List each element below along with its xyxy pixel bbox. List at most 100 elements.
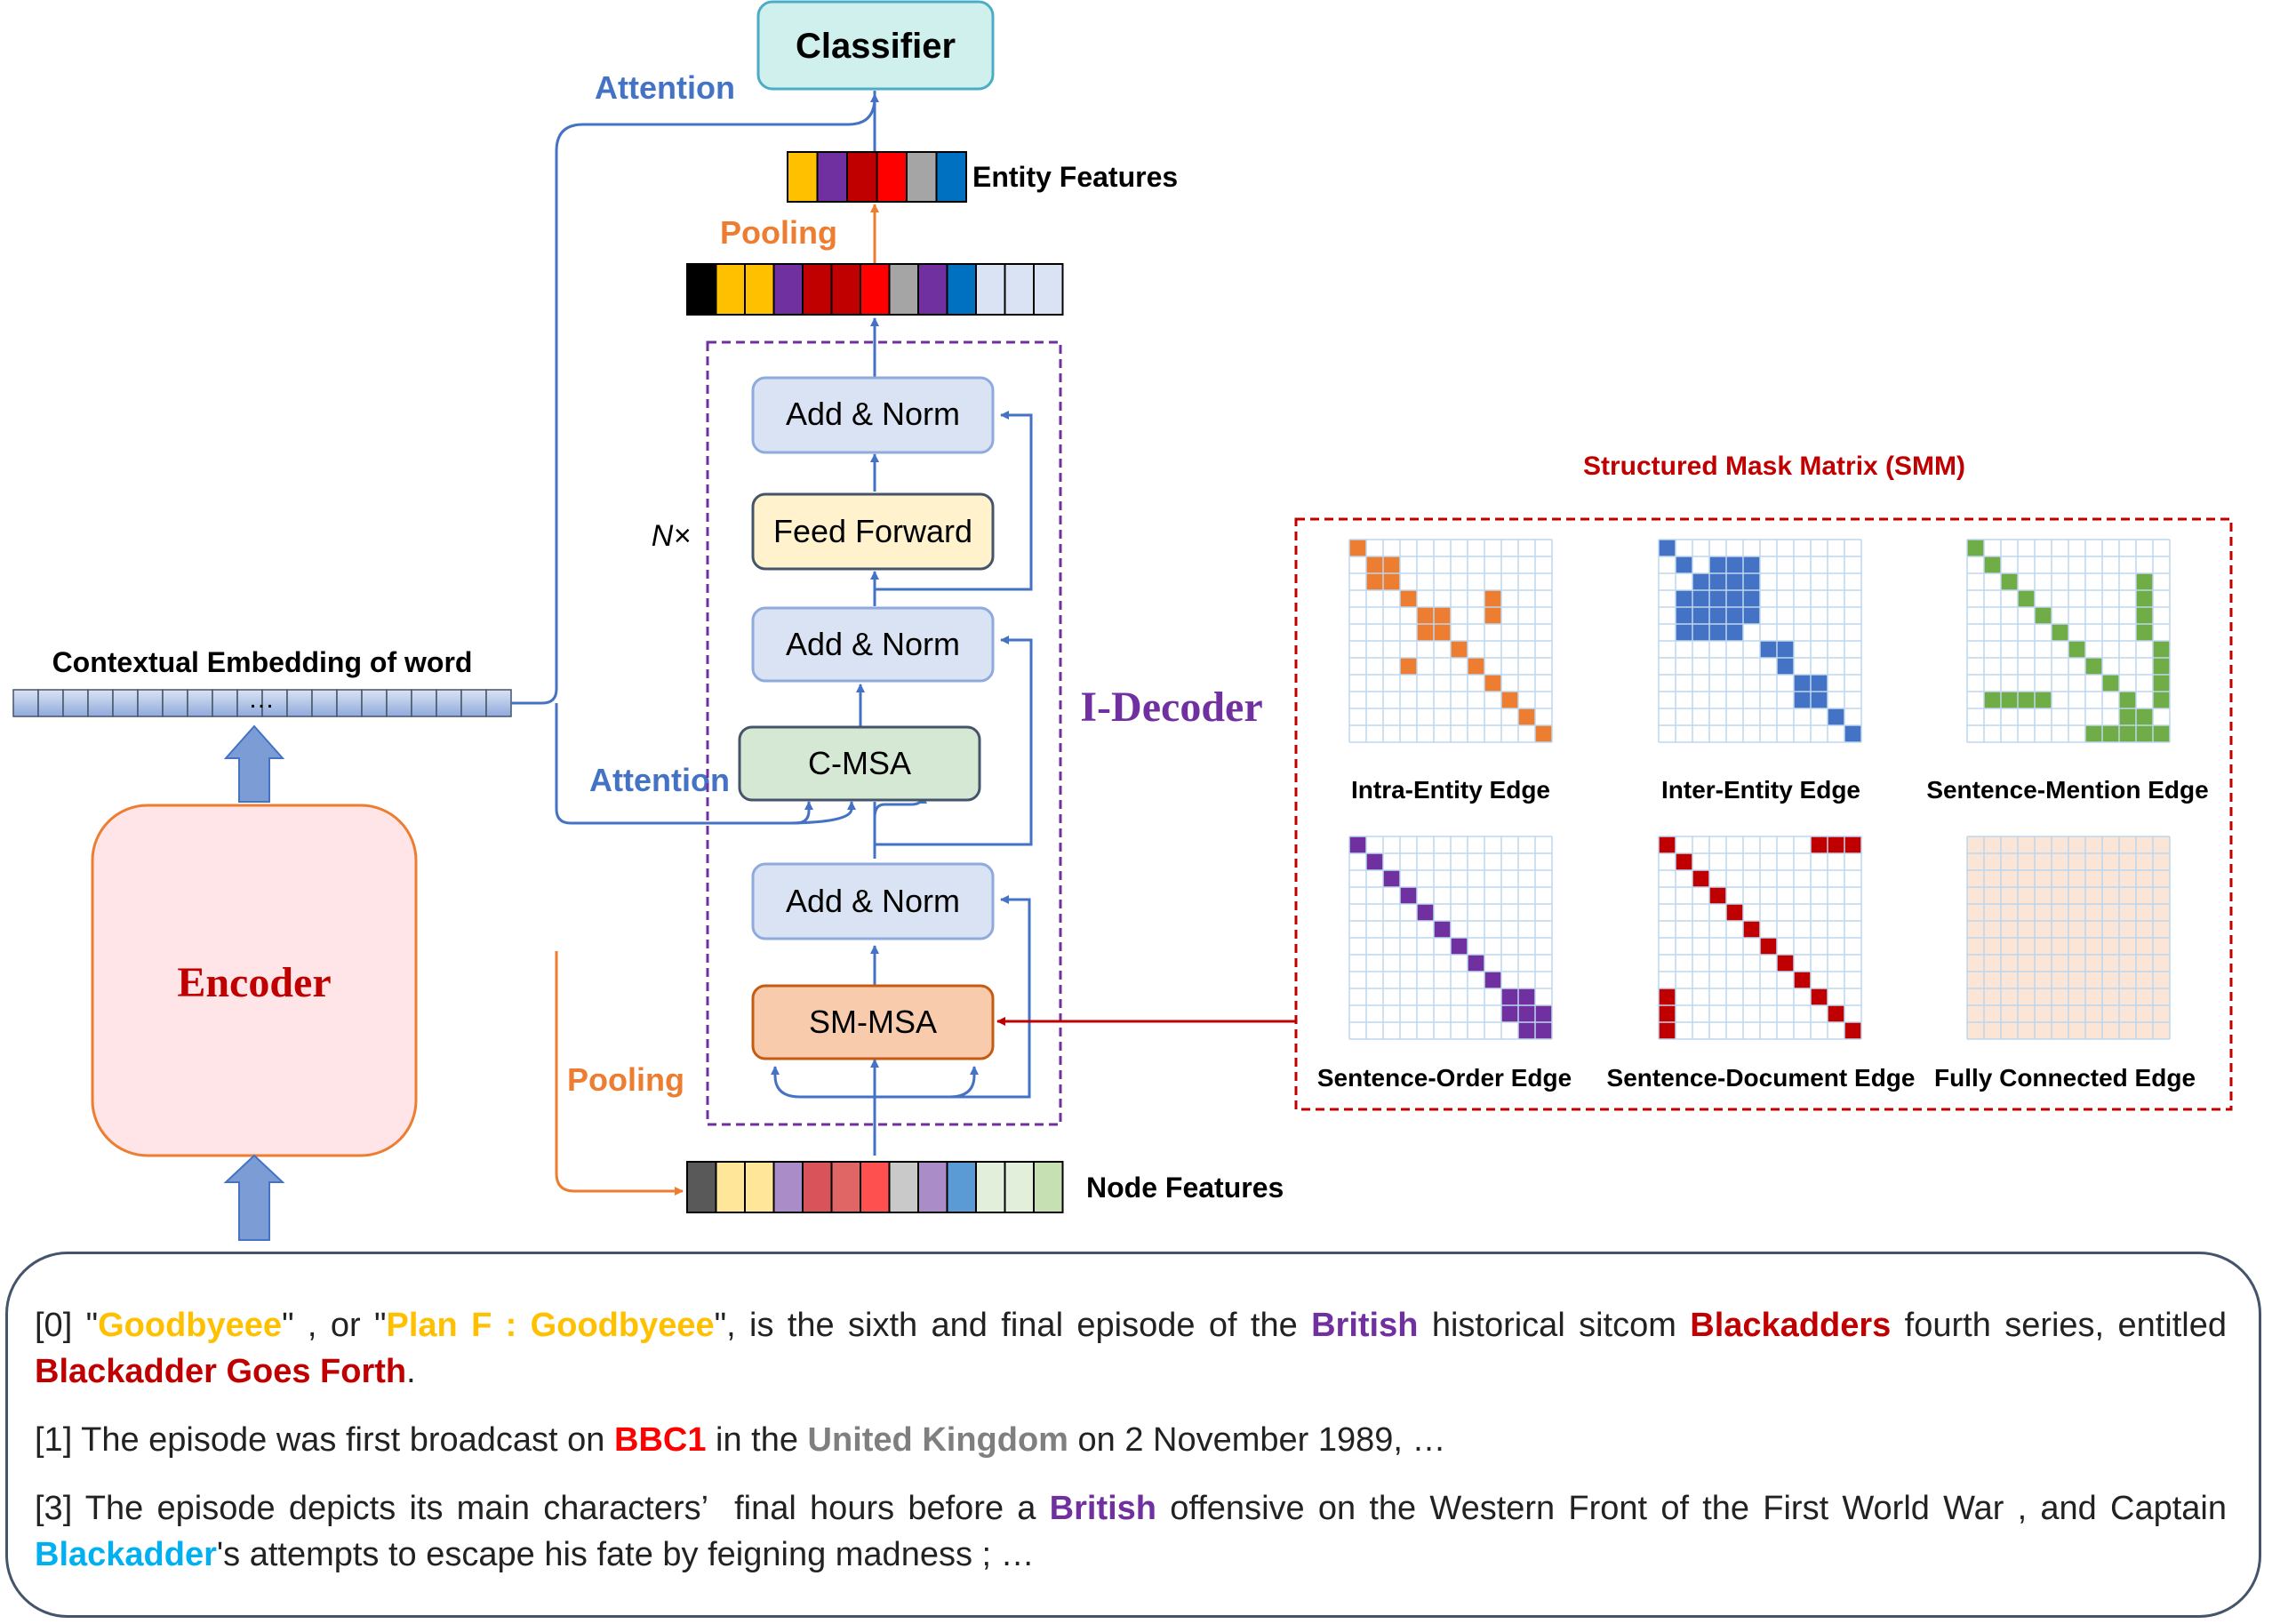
sentence-text: 's attempts to escape his fate by feigni… bbox=[216, 1536, 1035, 1573]
entity-mention: British bbox=[1049, 1490, 1157, 1527]
matrix-label: Sentence-Mention Edge bbox=[1926, 776, 2208, 804]
matrix-cell bbox=[1709, 607, 1726, 624]
matrix-cell bbox=[2136, 904, 2153, 921]
matrix-cell bbox=[2153, 870, 2170, 887]
matrix-cell bbox=[1484, 972, 1501, 988]
matrix-cell bbox=[1709, 887, 1726, 904]
matrix-cell bbox=[1676, 556, 1692, 573]
matrix-cell bbox=[1434, 607, 1451, 624]
matrix-cell bbox=[2085, 836, 2102, 853]
matrix-cell bbox=[2119, 692, 2136, 708]
pooled-feature-cell bbox=[917, 263, 948, 316]
pooled-feature-cell bbox=[686, 263, 717, 316]
matrix-cell bbox=[2052, 938, 2068, 955]
matrix-cell bbox=[2153, 1005, 2170, 1022]
matrix-cell bbox=[2119, 972, 2136, 988]
entity-mention: Goodbyeee bbox=[98, 1307, 283, 1344]
matrix-cell bbox=[2035, 692, 2052, 708]
document-sentence: [0] "Goodbyeee" , or "Plan F : Goodbyeee… bbox=[35, 1302, 2227, 1395]
entity-mention: Blackadders bbox=[1690, 1307, 1892, 1344]
matrix-cell bbox=[2018, 988, 2035, 1005]
matrix-cell bbox=[2001, 853, 2018, 870]
matrix-cell bbox=[1984, 1022, 2001, 1039]
pooled-feature-cell bbox=[830, 263, 861, 316]
matrix-cell bbox=[2001, 573, 2018, 590]
matrix-cell bbox=[2153, 692, 2170, 708]
matrix-cell bbox=[2153, 887, 2170, 904]
matrix-cell bbox=[2035, 938, 2052, 955]
matrix-cell bbox=[1760, 938, 1777, 955]
matrix-cell bbox=[2119, 708, 2136, 725]
matrix-cell bbox=[1844, 836, 1861, 853]
embedding-segment bbox=[236, 689, 263, 717]
embedding-segment bbox=[411, 689, 437, 717]
matrix-cell bbox=[2102, 972, 2119, 988]
matrix-cell bbox=[2085, 658, 2102, 675]
pooled-feature-vector bbox=[686, 263, 1064, 316]
smm-boundary bbox=[1294, 517, 2233, 1111]
matrix-cell bbox=[1967, 853, 1984, 870]
matrix-cell bbox=[2052, 988, 2068, 1005]
pooled-feature-cell bbox=[715, 263, 746, 316]
entity-feature-cell bbox=[787, 151, 819, 203]
matrix-cell bbox=[2068, 853, 2085, 870]
residual-1 bbox=[875, 895, 1031, 1099]
matrix-cell bbox=[1984, 1005, 2001, 1022]
matrix-cell bbox=[1777, 658, 1794, 675]
entity-feature-cell bbox=[906, 151, 938, 203]
matrix-cell bbox=[1676, 853, 1692, 870]
smm-matrix: Sentence-Mention Edge bbox=[1926, 539, 2209, 804]
matrix-cell bbox=[2035, 887, 2052, 904]
matrix-cell bbox=[2018, 921, 2035, 938]
matrix-cell bbox=[1518, 1005, 1535, 1022]
matrix-cell bbox=[2085, 1005, 2102, 1022]
matrix-cell bbox=[2052, 1022, 2068, 1039]
matrix-cell bbox=[2136, 1022, 2153, 1039]
matrix-cell bbox=[2102, 870, 2119, 887]
matrix-cell bbox=[2136, 836, 2153, 853]
i-decoder-label: I-Decoder bbox=[1080, 684, 1262, 731]
matrix-cell bbox=[1518, 988, 1535, 1005]
matrix-cell bbox=[1726, 607, 1743, 624]
attention-top-label: Attention bbox=[595, 69, 735, 106]
matrix-cell bbox=[2052, 836, 2068, 853]
matrix-cell bbox=[1726, 573, 1743, 590]
add-norm-label-3: Add & Norm bbox=[786, 883, 960, 919]
matrix-cell bbox=[2052, 870, 2068, 887]
sentence-text: in the bbox=[706, 1421, 808, 1459]
matrix-cell bbox=[1984, 887, 2001, 904]
matrix-cell bbox=[1501, 988, 1518, 1005]
matrix-cell bbox=[2119, 921, 2136, 938]
pooling-left-path bbox=[555, 951, 684, 1196]
attention-mid-path bbox=[555, 703, 813, 825]
matrix-cell bbox=[2018, 938, 2035, 955]
embedding-segment bbox=[436, 689, 462, 717]
entity-mention: Plan F : Goodbyeee bbox=[386, 1307, 715, 1344]
smm-title: Structured Mask Matrix (SMM) bbox=[1583, 452, 1965, 481]
matrix-cell bbox=[1844, 725, 1861, 742]
matrix-cell bbox=[1726, 904, 1743, 921]
matrix-cell bbox=[2102, 988, 2119, 1005]
matrix-cell bbox=[1451, 938, 1468, 955]
matrix-cell bbox=[1984, 972, 2001, 988]
matrix-cell bbox=[1451, 641, 1468, 658]
matrix-cell bbox=[2153, 938, 2170, 955]
matrix-cell bbox=[2018, 904, 2035, 921]
node-feature-cell bbox=[686, 1161, 717, 1213]
entity-feature-cell bbox=[816, 151, 848, 203]
matrix-cell bbox=[2102, 921, 2119, 938]
embedding-segment bbox=[485, 689, 512, 717]
matrix-cell bbox=[2085, 887, 2102, 904]
node-feature-cell bbox=[946, 1161, 977, 1213]
matrix-cell bbox=[2052, 624, 2068, 641]
repeat-label: N× bbox=[652, 519, 691, 553]
node-feature-cell bbox=[1033, 1161, 1064, 1213]
entity-mention: Blackadder bbox=[35, 1536, 217, 1573]
matrix-cell bbox=[1984, 955, 2001, 972]
matrix-cell bbox=[2102, 904, 2119, 921]
matrix-cell bbox=[1828, 708, 1844, 725]
entity-mention: Blackadder Goes Forth bbox=[35, 1353, 407, 1390]
matrix-cell bbox=[1484, 675, 1501, 692]
matrix-cell bbox=[1417, 904, 1434, 921]
matrix-cell bbox=[2085, 853, 2102, 870]
